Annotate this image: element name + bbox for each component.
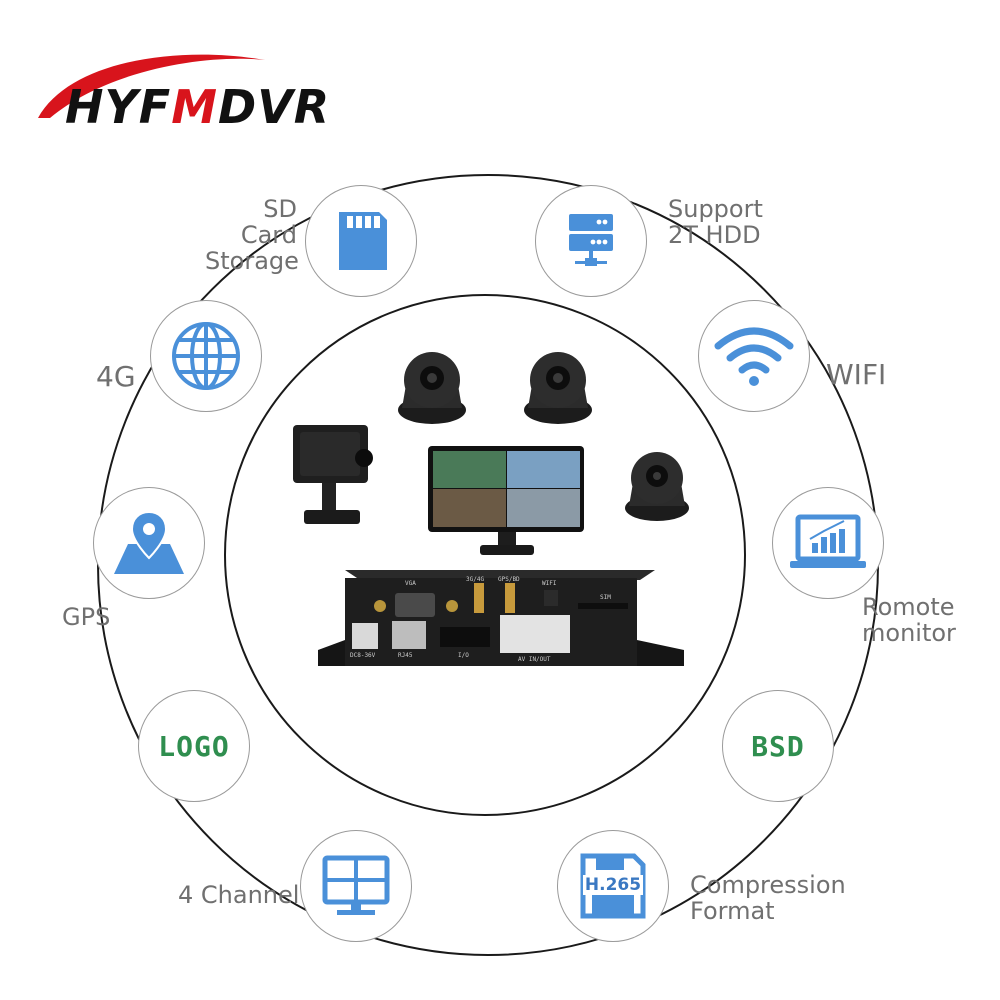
dvr-label-power: DC8-36V <box>350 652 376 659</box>
feature-wifi <box>698 300 810 412</box>
label-gps: GPS <box>62 603 111 631</box>
feature-sd-card <box>305 185 417 297</box>
dome-camera-right <box>625 452 689 521</box>
logo-text-mark: LOGO <box>158 729 230 763</box>
wifi-icon <box>714 327 794 386</box>
server-icon <box>569 214 613 266</box>
label-4g: 4G <box>96 360 136 393</box>
floppy-disk-icon: H.265 <box>580 853 646 919</box>
dvr-label-io: I/O <box>458 652 469 659</box>
dvr-label-rj45: RJ45 <box>398 652 413 659</box>
feature-bsd: BSD <box>722 690 834 802</box>
label-wifi: WIFI <box>826 358 887 391</box>
h265-badge: H.265 <box>583 875 643 895</box>
feature-4g <box>150 300 262 412</box>
logo-swoosh-icon <box>38 54 265 118</box>
dvr-label-sim: SIM <box>600 594 611 601</box>
dome-camera-left <box>398 352 466 424</box>
feature-remote-monitor <box>772 487 884 599</box>
feature-4-channel <box>300 830 412 942</box>
inner-ring <box>224 294 746 816</box>
sd-card-icon <box>339 212 387 270</box>
feature-hdd <box>535 185 647 297</box>
bsd-text-mark: BSD <box>751 729 805 763</box>
mdvr-box <box>318 570 684 666</box>
box-camera <box>293 425 373 524</box>
globe-icon <box>172 322 240 390</box>
feature-compression: H.265 <box>557 830 669 942</box>
car-monitor <box>428 446 584 555</box>
dvr-label-gps: GPS/BD <box>498 576 520 583</box>
laptop-chart-icon <box>790 514 866 568</box>
dvr-label-4g: 3G/4G <box>466 576 485 583</box>
dvr-label-av: AV IN/OUT <box>518 656 551 663</box>
brand-name: HYFMDVR <box>65 80 331 134</box>
label-4-channel: 4 Channel <box>178 881 300 909</box>
dvr-label-wifi: WIFI <box>542 580 557 587</box>
dvr-label-vga: VGA <box>405 580 416 587</box>
feature-logo: LOGO <box>138 690 250 802</box>
brand-logo: HYFMDVR <box>30 40 350 140</box>
feature-gps <box>93 487 205 599</box>
monitor-grid-icon <box>322 855 390 915</box>
dome-camera-middle <box>524 352 592 424</box>
map-pin-icon <box>114 510 184 574</box>
